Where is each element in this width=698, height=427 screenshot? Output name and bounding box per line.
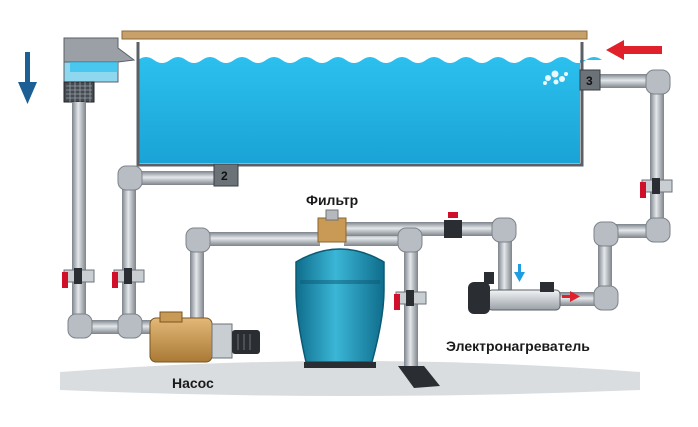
pool (121, 30, 602, 167)
electric-heater (468, 272, 561, 314)
pool-water (138, 57, 602, 163)
heater-label: Электронагреватель (446, 338, 590, 354)
blue-arrow-down-icon (18, 52, 37, 104)
valve-icon (62, 268, 95, 288)
valve-icon (112, 268, 145, 288)
bubbles (543, 70, 568, 85)
port-2: 2 (213, 163, 239, 187)
port-3-label: 3 (586, 74, 593, 88)
sand-filter (295, 209, 385, 368)
filter-label: Фильтр (306, 192, 359, 208)
port-3: 3 (579, 69, 601, 91)
deck-board (121, 30, 588, 40)
ground (60, 361, 640, 396)
valve-icon (444, 212, 462, 238)
light-blue-arrow-down-icon (514, 264, 525, 282)
valve-icon (640, 178, 673, 198)
skimmer-basket (63, 81, 95, 103)
valves (62, 178, 673, 310)
skimmer (63, 37, 136, 103)
red-arrow-left-icon (606, 40, 662, 60)
pump (149, 311, 260, 363)
pipes (67, 69, 671, 388)
valve-icon (394, 290, 427, 310)
pump-label: Насос (172, 375, 214, 391)
pool-wall (136, 42, 584, 167)
red-arrow-right-icon (562, 291, 580, 302)
drain-outlet (398, 366, 440, 388)
port-2-label: 2 (221, 169, 228, 183)
